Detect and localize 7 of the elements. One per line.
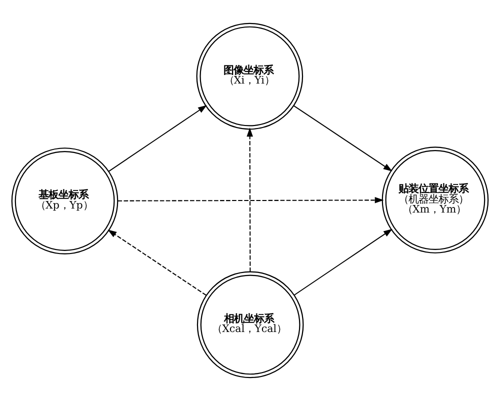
arrow [246, 128, 253, 272]
node-circle: 相机坐标系 （Xcal，Ycal） [196, 271, 304, 378]
arrow [294, 228, 392, 296]
arrow [118, 197, 384, 204]
arrow [294, 105, 392, 172]
arrow [108, 230, 206, 296]
arrow [108, 105, 207, 172]
